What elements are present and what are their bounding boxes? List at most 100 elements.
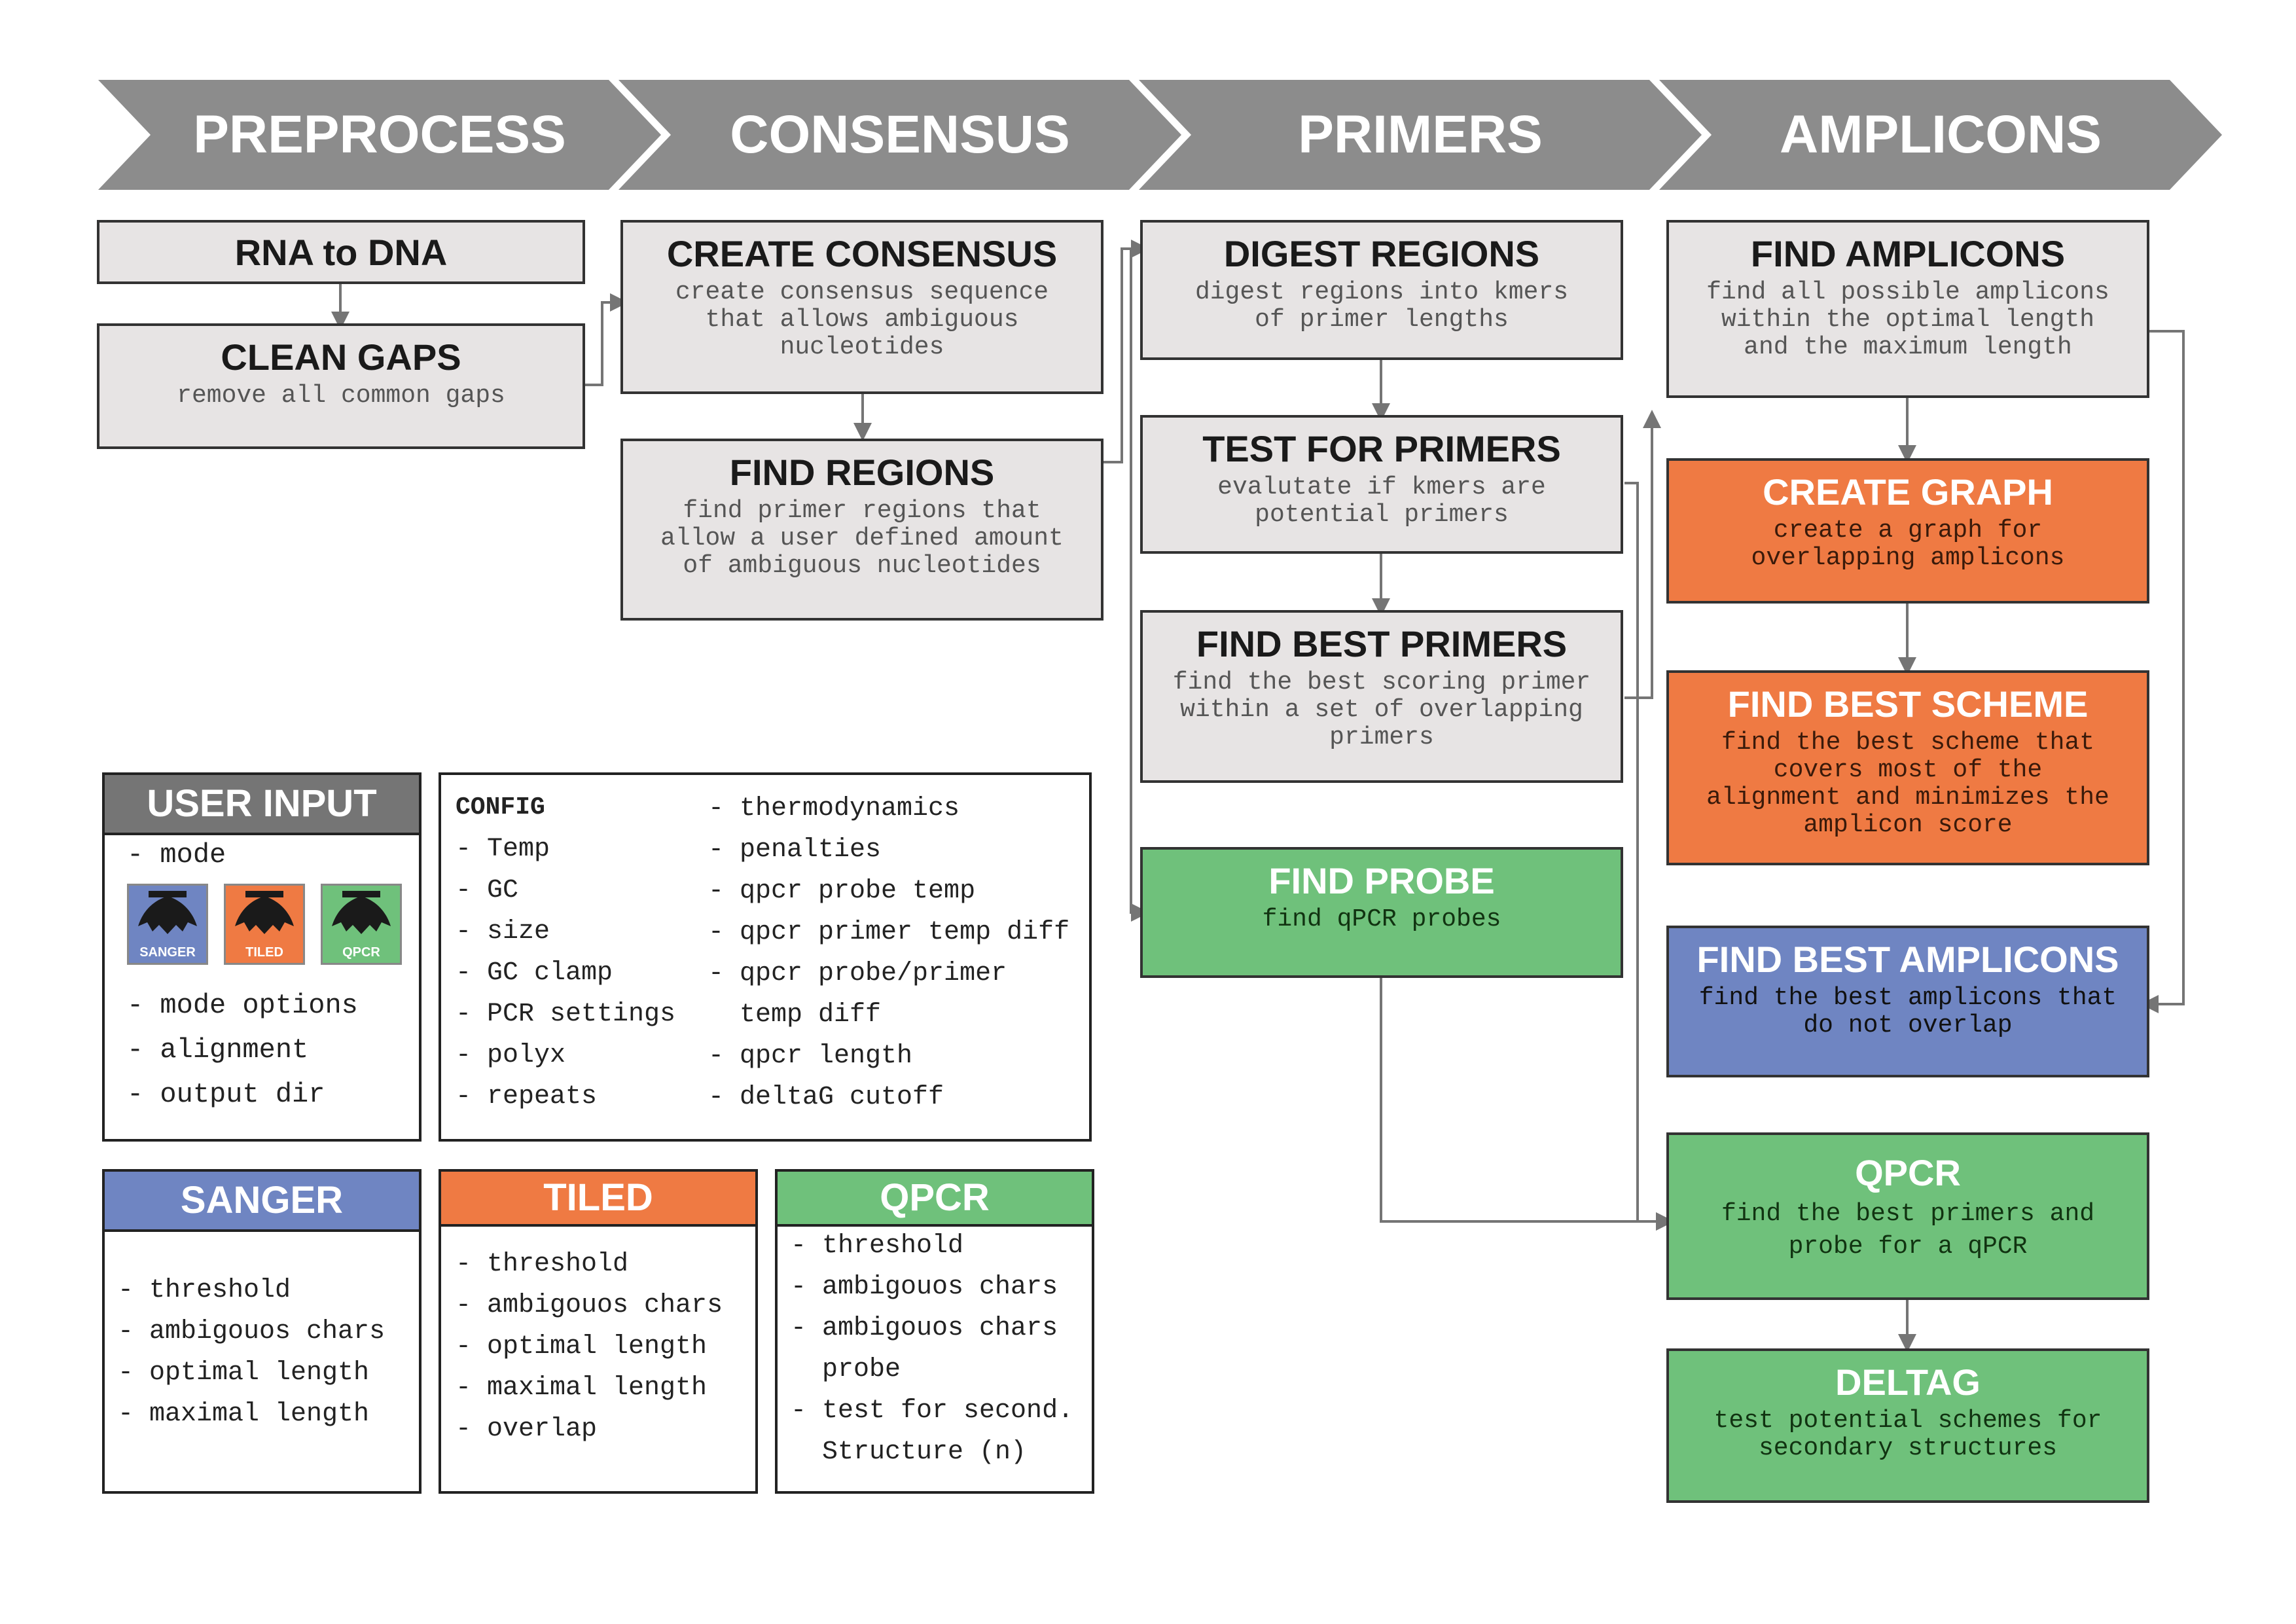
- list-item: - threshold: [791, 1231, 964, 1261]
- find-best-primers-box: FIND BEST PRIMERS find the best scoring …: [1140, 610, 1623, 783]
- box-description: find the best scoring primer within a se…: [1172, 668, 1591, 751]
- qpcr-box: QPCR find the best primers and probe for…: [1666, 1132, 2149, 1300]
- panel-header: TILED: [441, 1172, 755, 1227]
- config-list-right: - thermodynamics - penalties - qpcr prob…: [708, 788, 1069, 1118]
- list-item: - maximal length: [118, 1399, 370, 1429]
- list-item: - GC clamp: [456, 958, 613, 988]
- user-input-panel: USER INPUT - mode SANGER TILED QPCR - mo…: [102, 772, 422, 1142]
- chevron-shape: [619, 80, 1181, 190]
- list-item: - qpcr probe temp: [708, 876, 976, 906]
- panel-header: QPCR: [778, 1172, 1092, 1227]
- arrow-test-to-qpcr: [1624, 482, 1674, 1231]
- mode-icon-tiled: TILED: [224, 884, 305, 965]
- list-item: - ambigouos chars: [118, 1317, 386, 1346]
- box-title: CREATE CONSENSUS: [666, 233, 1058, 274]
- list-item: - ambigouos chars: [791, 1314, 1058, 1343]
- panel-header: USER INPUT: [105, 775, 419, 835]
- box-description: find qPCR probes: [1262, 905, 1501, 933]
- box-description: create consensus sequence that allows am…: [675, 278, 1049, 361]
- list-item: - qpcr probe/primer: [708, 959, 1007, 988]
- arrow-best-primers-to-amplicons: [1624, 410, 1661, 699]
- list-item: - qpcr length: [708, 1041, 913, 1071]
- qpcr-options-panel: QPCR - threshold - ambigouos chars - amb…: [775, 1169, 1094, 1494]
- list-item: - optimal length: [118, 1358, 370, 1388]
- box-title: FIND AMPLICONS: [1750, 233, 2066, 274]
- arrow-find-to-best-amplicons: [2140, 330, 2185, 1013]
- list-item: temp diff: [708, 1000, 882, 1030]
- box-title: CREATE GRAPH: [1763, 471, 2053, 513]
- box-title: FIND BEST SCHEME: [1727, 683, 2089, 725]
- box-title: RNA to DNA: [234, 232, 448, 273]
- config-title: CONFIG: [456, 793, 545, 821]
- stage-chevron-amplicons: AMPLICONS: [1659, 80, 2222, 190]
- box-description: find all possible amplicons within the o…: [1706, 278, 2109, 361]
- clean-gaps-box: CLEAN GAPS remove all common gaps: [97, 323, 585, 449]
- find-probe-box: FIND PROBE find qPCR probes: [1140, 847, 1623, 978]
- user-input-list: - mode options - alignment - output dir: [127, 983, 358, 1117]
- list-item: - test for second.: [791, 1396, 1074, 1426]
- list-item: - qpcr primer temp diff: [708, 918, 1070, 947]
- chevron-shape: [1659, 80, 2222, 190]
- box-title: DIGEST REGIONS: [1223, 233, 1540, 274]
- box-description: find the best primers and probe for a qP…: [1721, 1200, 2095, 1261]
- list-item: - GC: [456, 876, 519, 905]
- box-description: find the best scheme that covers most of…: [1706, 729, 2109, 839]
- mode-icon-qpcr: QPCR: [321, 884, 402, 965]
- find-regions-box: FIND REGIONS find primer regions that al…: [620, 439, 1103, 621]
- list-item: - threshold: [118, 1276, 291, 1305]
- tiled-options-panel: TILED - threshold - ambigouos chars - op…: [439, 1169, 758, 1494]
- box-title: DELTAG: [1835, 1362, 1981, 1403]
- stage-label: CONSENSUS: [730, 105, 1070, 164]
- list-item: - optimal length: [456, 1332, 708, 1362]
- digest-regions-box: DIGEST REGIONS digest regions into kmers…: [1140, 220, 1623, 360]
- list-item: - Temp: [456, 835, 550, 864]
- list-item: - ambigouos chars: [456, 1291, 723, 1320]
- box-description: remove all common gaps: [177, 382, 505, 410]
- list-item: - deltaG cutoff: [708, 1083, 944, 1112]
- deltag-box: DELTAG test potential schemes for second…: [1666, 1348, 2149, 1503]
- line-best-primers-to-probe: [1130, 247, 1149, 922]
- qpcr-options-list: - threshold - ambigouos chars - ambigouo…: [791, 1225, 1073, 1473]
- chevron-shape: [98, 80, 661, 190]
- list-item: - maximal length: [456, 1373, 708, 1403]
- bat-icon: [332, 891, 391, 934]
- mode-icon-sanger: SANGER: [127, 884, 208, 965]
- stage-chevron-consensus: CONSENSUS: [619, 80, 1181, 190]
- line-probe-to-qpcr: [1380, 977, 1674, 1231]
- bat-icon: [138, 891, 197, 934]
- box-title: FIND BEST PRIMERS: [1196, 623, 1568, 664]
- list-item: - repeats: [456, 1082, 598, 1111]
- create-consensus-box: CREATE CONSENSUS create consensus sequen…: [620, 220, 1103, 394]
- list-item: - PCR settings: [456, 1000, 676, 1029]
- box-title: QPCR: [1855, 1152, 1961, 1193]
- arrow-clean-to-consensus: [585, 293, 628, 386]
- box-title: TEST FOR PRIMERS: [1202, 428, 1561, 469]
- find-best-amplicons-box: FIND BEST AMPLICONS find the best amplic…: [1666, 926, 2149, 1077]
- list-item: - penalties: [708, 835, 882, 865]
- box-description: create a graph for overlapping amplicons: [1751, 516, 2065, 572]
- tiled-options-list: - threshold - ambigouos chars - optimal …: [456, 1244, 723, 1450]
- box-description: evalutate if kmers are potential primers: [1217, 473, 1546, 529]
- box-description: find the best amplicons that do not over…: [1698, 984, 2117, 1039]
- mode-icon-label: TILED: [245, 945, 283, 960]
- box-description: find primer regions that allow a user de…: [660, 497, 1064, 580]
- box-description: digest regions into kmers of primer leng…: [1194, 278, 1569, 334]
- box-title: FIND PROBE: [1268, 860, 1495, 901]
- list-item: - overlap: [456, 1415, 598, 1444]
- stage-chevron-primers: PRIMERS: [1139, 80, 1702, 190]
- box-title: CLEAN GAPS: [221, 336, 461, 378]
- find-best-scheme-box: FIND BEST SCHEME find the best scheme th…: [1666, 670, 2149, 865]
- rna-to-dna-box: RNA to DNA: [97, 220, 585, 284]
- bat-icon: [235, 891, 294, 934]
- chevron-shape: [1139, 80, 1702, 190]
- box-title: FIND BEST AMPLICONS: [1696, 939, 2119, 980]
- list-item: - threshold: [456, 1250, 629, 1279]
- mode-icon-label: SANGER: [139, 945, 196, 960]
- arrow-regions-to-digest: [1103, 240, 1149, 463]
- sanger-options-list: - threshold - ambigouos chars - optimal …: [118, 1270, 385, 1435]
- sanger-options-panel: SANGER - threshold - ambigouos chars - o…: [102, 1169, 422, 1494]
- stage-label: PREPROCESS: [193, 105, 566, 164]
- list-item: probe: [791, 1355, 901, 1384]
